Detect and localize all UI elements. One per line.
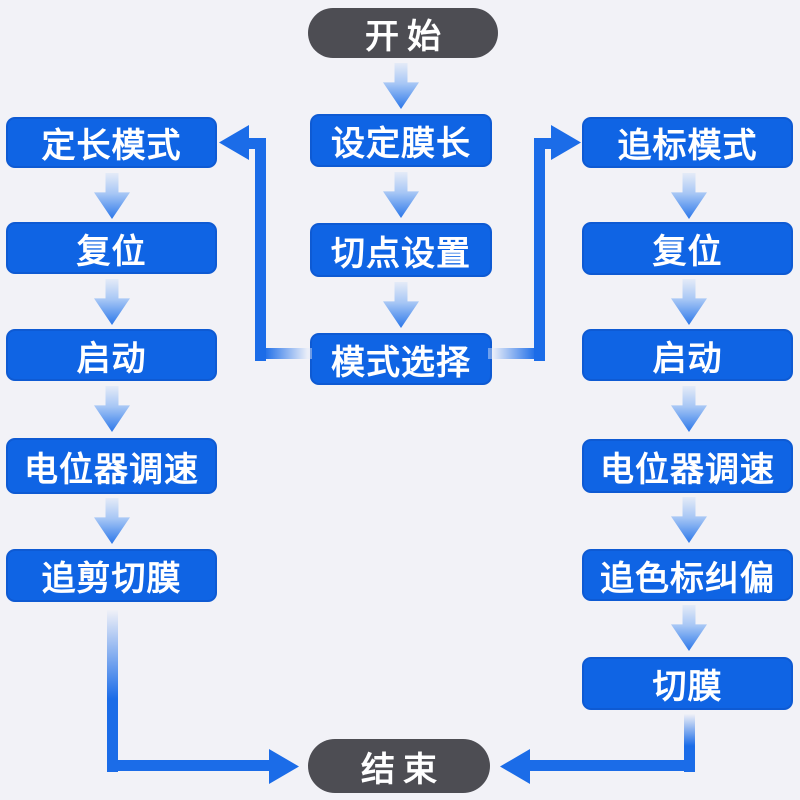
arrow-right-icon (551, 125, 581, 160)
arrow-down-icon (383, 172, 419, 218)
node-cut-point-setting: 切点设置 (310, 223, 492, 277)
arrow-down-icon (671, 173, 707, 219)
connector-left-branch-stem (245, 138, 266, 149)
node-color-mark-correction-label: 追色标纠偏 (600, 559, 775, 598)
arrow-down-icon (94, 173, 130, 219)
arrow-right-icon (269, 749, 299, 784)
node-reset-right: 复位 (582, 222, 793, 275)
arrow-down-icon (94, 386, 130, 432)
node-set-film-length-label: 设定膜长 (331, 125, 471, 163)
connector-bottom-left-vertical (107, 610, 118, 772)
node-potentiometer-speed-right-label: 电位器调速 (600, 450, 775, 489)
node-potentiometer-speed-left: 电位器调速 (6, 438, 217, 494)
node-potentiometer-speed-right: 电位器调速 (582, 439, 793, 493)
end-terminal-label: 结束 (361, 750, 445, 789)
node-reset-right-label: 复位 (652, 233, 723, 271)
node-start-right: 启动 (582, 329, 793, 381)
node-set-film-length: 设定膜长 (310, 114, 492, 167)
node-reset-left: 复位 (6, 222, 217, 274)
node-chase-shear-cut-film: 追剪切膜 (6, 549, 217, 602)
connector-left-branch-vertical (255, 138, 266, 361)
node-fixed-length-mode: 定长模式 (6, 117, 217, 168)
connector-right-branch-stem (534, 138, 555, 149)
node-mode-select: 模式选择 (310, 333, 492, 385)
arrow-down-icon (671, 497, 707, 543)
connector-left-branch-horizontal (255, 348, 312, 359)
node-mode-select-label: 模式选择 (331, 343, 471, 382)
arrow-down-icon (671, 605, 707, 651)
node-reset-left-label: 复位 (76, 232, 147, 271)
start-terminal: 开始 (308, 8, 498, 58)
arrow-left-icon (219, 125, 249, 160)
connector-bottom-right-vertical (684, 714, 695, 772)
node-cut-film: 切膜 (582, 657, 793, 710)
node-cut-point-setting-label: 切点设置 (331, 234, 471, 273)
node-potentiometer-speed-left-label: 电位器调速 (24, 450, 199, 489)
connector-right-branch-vertical (534, 138, 545, 361)
arrow-down-icon (671, 386, 707, 432)
node-chase-mark-mode: 追标模式 (582, 117, 793, 168)
arrow-down-icon (94, 498, 130, 544)
arrow-down-icon (94, 279, 130, 325)
node-fixed-length-mode-label: 定长模式 (41, 127, 182, 165)
connector-right-branch-horizontal (488, 348, 545, 359)
arrow-down-icon (383, 63, 419, 109)
node-chase-shear-cut-film-label: 追剪切膜 (41, 560, 182, 598)
arrow-down-icon (671, 279, 707, 325)
arrow-left-icon (500, 749, 530, 784)
connector-bottom-left-horizontal (107, 760, 271, 771)
node-start-right-label: 启动 (652, 339, 723, 378)
connector-bottom-right-horizontal (529, 760, 695, 771)
node-cut-film-label: 切膜 (652, 668, 723, 706)
node-start-left: 启动 (6, 329, 217, 381)
arrow-down-icon (383, 282, 419, 328)
node-start-left-label: 启动 (76, 339, 147, 378)
node-color-mark-correction: 追色标纠偏 (582, 549, 793, 601)
end-terminal: 结束 (308, 739, 490, 793)
node-chase-mark-mode-label: 追标模式 (617, 127, 758, 165)
start-terminal-label: 开始 (365, 17, 449, 56)
